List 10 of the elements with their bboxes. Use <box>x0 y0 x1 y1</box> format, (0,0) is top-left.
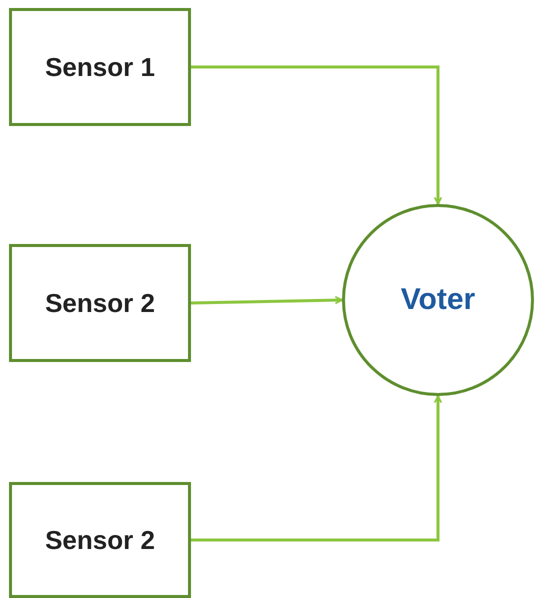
arrow <box>191 66 442 205</box>
sensor-box <box>9 244 191 362</box>
sensor-box <box>9 482 191 598</box>
node-label: Sensor 1 <box>45 52 155 82</box>
arrow <box>191 395 442 542</box>
node-label: Voter <box>400 283 476 317</box>
node-label: Sensor 2 <box>45 288 155 318</box>
sensor-box <box>9 8 191 126</box>
arrow <box>190 296 343 304</box>
node-label: Sensor 2 <box>45 524 155 556</box>
